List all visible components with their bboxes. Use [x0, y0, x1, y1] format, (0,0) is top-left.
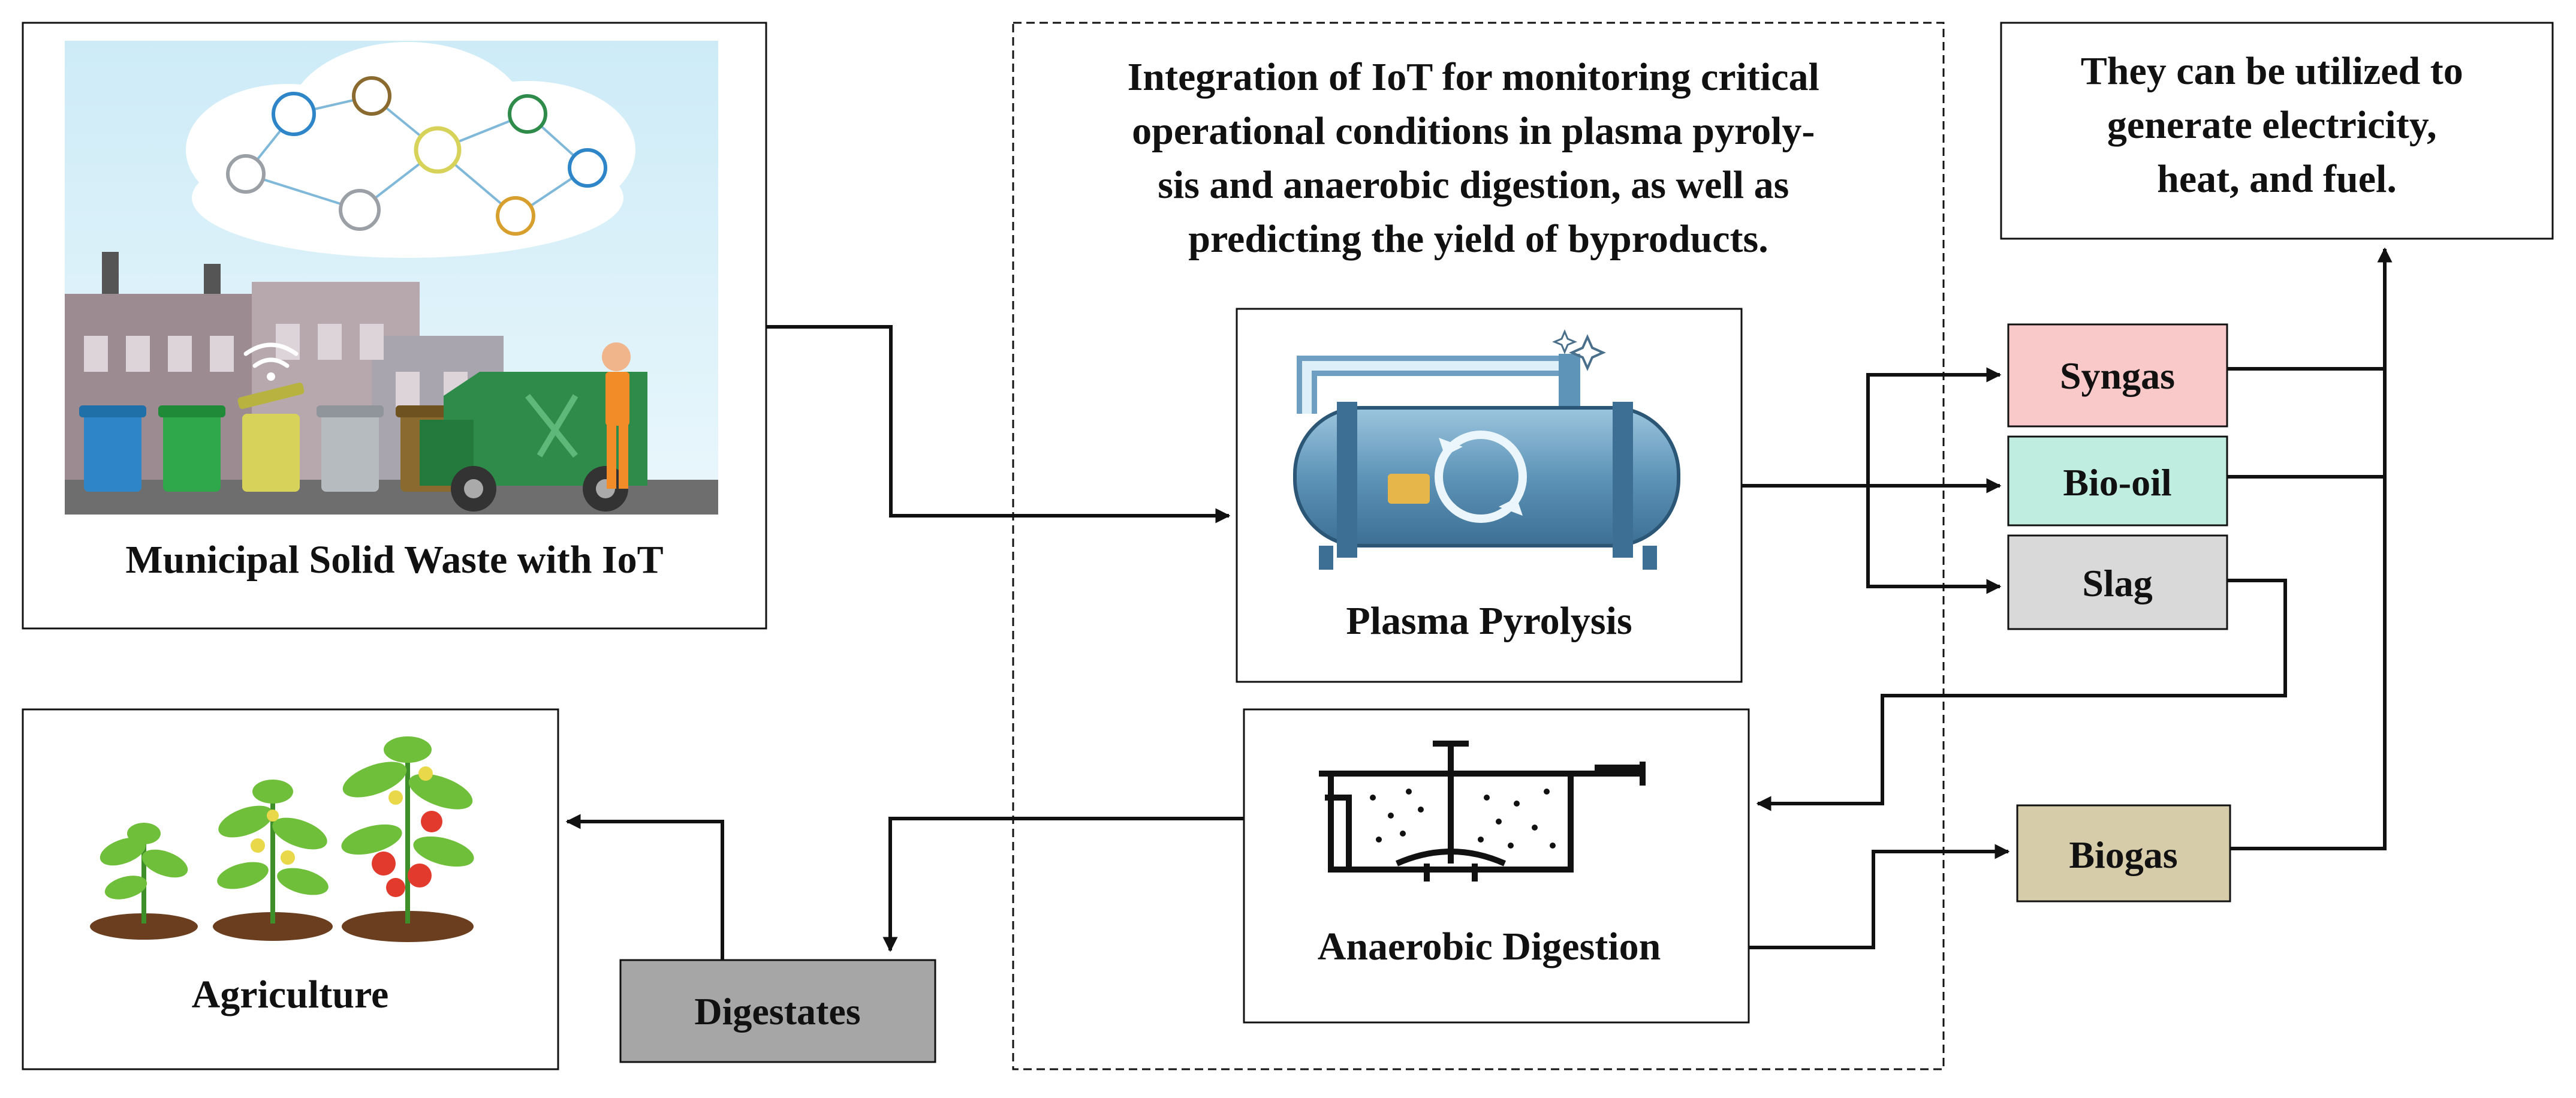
arrow-pyrolysis-to-syngas — [1742, 367, 2002, 488]
arrow-digestates-to-agriculture — [565, 814, 724, 960]
iot-description: Integration of IoT for monitoring critic… — [1128, 55, 1830, 261]
agriculture-box: Agriculture — [22, 708, 559, 1070]
msw-box: Municipal Solid Waste with IoT — [22, 22, 767, 630]
utilization-box: They can be utilized to generate electri… — [2000, 22, 2554, 240]
arrow-slag-to-digestion — [1756, 579, 2287, 811]
arrow-biogas-to-utilization — [2230, 247, 2393, 850]
digester-icon — [1319, 741, 1646, 882]
plants-icon — [90, 736, 474, 942]
anaerobic-digestion-box: Anaerobic Digestion — [1243, 708, 1750, 1024]
arrow-msw-to-pyrolysis — [766, 325, 1231, 524]
slag-label: Slag — [2082, 562, 2152, 604]
worker-icon — [602, 342, 631, 489]
msw-illustration — [65, 41, 718, 515]
arrow-digestion-to-biogas — [1749, 844, 2010, 949]
slag-box: Slag — [2007, 534, 2228, 630]
syngas-box: Syngas — [2007, 323, 2228, 428]
biogas-box: Biogas — [2016, 804, 2231, 903]
digestates-label: Digestates — [694, 990, 860, 1033]
utilization-text: They can be utilized to generate electri… — [2081, 49, 2473, 201]
anaerobic-digestion-label: Anaerobic Digestion — [1318, 925, 1661, 968]
biooil-box: Bio-oil — [2007, 435, 2228, 527]
arrow-pyrolysis-to-slag — [1866, 486, 2002, 594]
plasma-pyrolysis-box: Plasma Pyrolysis — [1236, 308, 1743, 683]
pyrolysis-reactor-icon — [1293, 329, 1680, 570]
iot-cloud-icon — [186, 42, 635, 258]
iot-dashed-container — [1012, 22, 1945, 1070]
garbage-truck-icon — [420, 372, 647, 512]
msw-label: Municipal Solid Waste with IoT — [125, 538, 663, 582]
biogas-label: Biogas — [2069, 834, 2177, 876]
biooil-label: Bio-oil — [2063, 461, 2171, 504]
arrow-digestion-to-digestates — [882, 817, 1244, 952]
digestates-box: Digestates — [619, 959, 936, 1063]
syngas-label: Syngas — [2060, 354, 2175, 397]
agriculture-label: Agriculture — [192, 973, 389, 1016]
plasma-pyrolysis-label: Plasma Pyrolysis — [1346, 599, 1632, 643]
